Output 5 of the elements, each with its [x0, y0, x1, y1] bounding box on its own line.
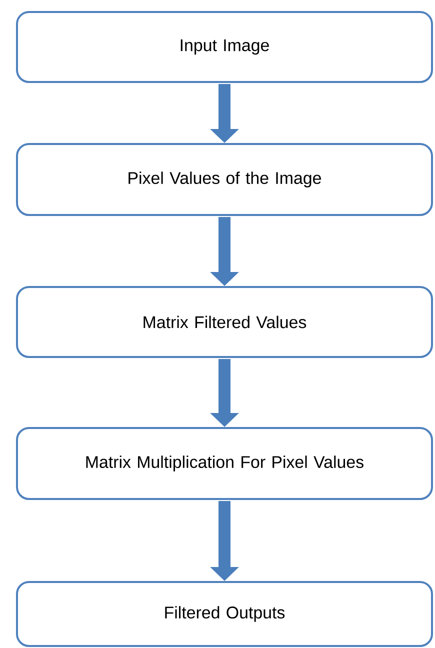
process-box: Input Image: [16, 11, 433, 83]
process-box: Pixel Values of the Image: [16, 143, 433, 216]
process-box: Matrix Filtered Values: [16, 286, 433, 358]
process-box: Matrix Multiplication For Pixel Values: [16, 427, 433, 500]
process-box: Filtered Outputs: [16, 581, 433, 647]
